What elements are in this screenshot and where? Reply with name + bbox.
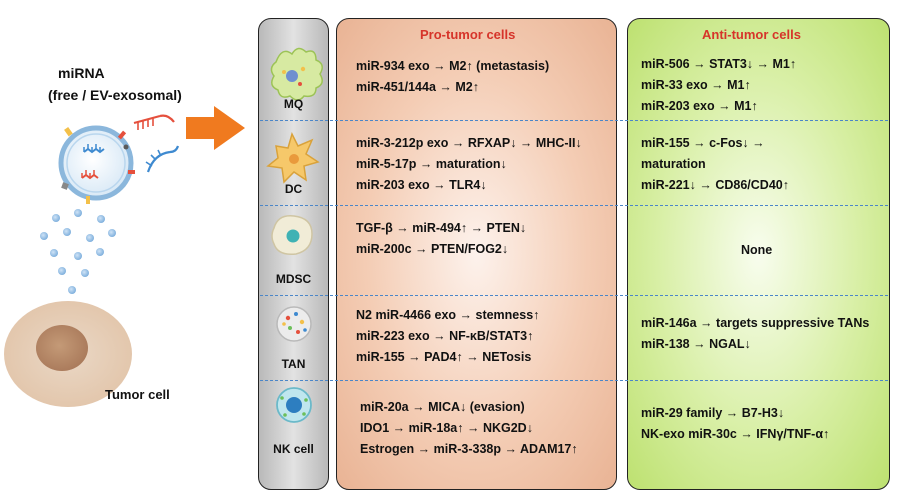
text-line: miR-203 exo → TLR4↓ [356,178,487,192]
cell-label-mdsc: MDSC [275,272,312,286]
mdsc-icon [271,215,313,256]
left-illustration [4,106,245,407]
text-line: miR-29 family → B7-H3↓ [641,406,785,420]
row-divider [260,380,888,381]
anti-mq-text: miR-506 → STAT3↓ → M1↑ miR-33 exo → M1↑ … [641,54,796,117]
text-line: miR-5-17p → maturation↓ [356,157,507,171]
pro-tumor-title: Pro-tumor cells [420,27,516,42]
text-line: TGF-β → miR-494↑ → PTEN↓ [356,221,527,235]
text-line: Estrogen → miR-3-338p → ADAM17↑ [360,442,578,456]
anti-dc-text: miR-155 → c-Fos↓ → maturation miR-221↓ →… [641,133,789,196]
macrophage-icon [270,47,323,101]
tan-icon [276,306,312,342]
exosome-vesicle-icon [58,125,135,204]
text-line: miR-506 → STAT3↓ → M1↑ [641,57,797,71]
dendritic-cell-icon [266,131,320,184]
pro-tumor-column [336,18,617,490]
cell-icons [266,47,323,423]
tumor-cell-icon [4,301,132,407]
text-line: miR-138 → NGAL↓ [641,337,751,351]
cell-label-mq: MQ [283,97,304,111]
pro-tan-text: N2 miR-4466 exo → stemness↑ miR-223 exo … [356,305,539,368]
row-divider [260,295,888,296]
tumor-cell-label: Tumor cell [105,387,170,402]
pro-nk-text: miR-20a → MICA↓ (evasion) IDO1 → miR-18a… [360,397,578,460]
text-line: miR-203 exo → M1↑ [641,99,758,113]
mirna-title-line2: (free / EV-exosomal) [48,87,182,103]
pro-mdsc-text: TGF-β → miR-494↑ → PTEN↓ miR-200c → PTEN… [356,218,526,260]
exosome-dots-icon [40,209,116,294]
mirna-title: miRNA (free / EV-exosomal) [48,62,238,106]
text-line: NK-exo miR-30c → IFNγ/TNF-α↑ [641,427,830,441]
text-line: maturation [641,157,706,171]
pro-mq-text: miR-934 exo → M2↑ (metastasis) miR-451/1… [356,56,549,98]
anti-tumor-title: Anti-tumor cells [702,27,801,42]
cell-label-tan: TAN [281,357,306,371]
anti-mdsc-none: None [741,243,773,257]
cell-label-nk: NK cell [273,442,314,456]
anti-tan-text: miR-146a → targets suppressive TANs miR-… [641,313,869,355]
pro-dc-text: miR-3-212p exo → RFXAP↓ → MHC-II↓ miR-5-… [356,133,582,196]
text-line: miR-934 exo → M2↑ (metastasis) [356,59,550,73]
text-line: miR-20a → MICA↓ (evasion) [360,400,525,414]
text-line: miR-451/144a → M2↑ [356,80,479,94]
free-mirna-blue-icon [145,145,180,173]
row-divider [260,205,888,206]
mirna-title-line1: miRNA [58,65,105,81]
text-line: miR-33 exo → M1↑ [641,78,751,92]
anti-nk-text: miR-29 family → B7-H3↓ NK-exo miR-30c → … [641,403,829,445]
text-line: miR-200c → PTEN/FOG2↓ [356,242,509,256]
text-line: miR-221↓ → CD86/CD40↑ [641,178,789,192]
cell-label-dc: DC [284,182,303,196]
text-line: miR-3-212p exo → RFXAP↓ → MHC-II↓ [356,136,582,150]
right-arrow-icon [186,106,245,150]
row-divider [260,120,888,121]
free-mirna-red-icon [133,114,175,130]
text-line: miR-223 exo → NF-κB/STAT3↑ [356,329,534,343]
text-line: N2 miR-4466 exo → stemness↑ [356,308,540,322]
text-line: IDO1 → miR-18a↑ → NKG2D↓ [360,421,533,435]
text-line: miR-155 → PAD4↑ → NETosis [356,350,532,364]
anti-tumor-column [627,18,890,490]
text-line: miR-146a → targets suppressive TANs [641,316,870,330]
nk-cell-icon [276,387,312,423]
text-line: miR-155 → c-Fos↓ → [641,136,765,150]
